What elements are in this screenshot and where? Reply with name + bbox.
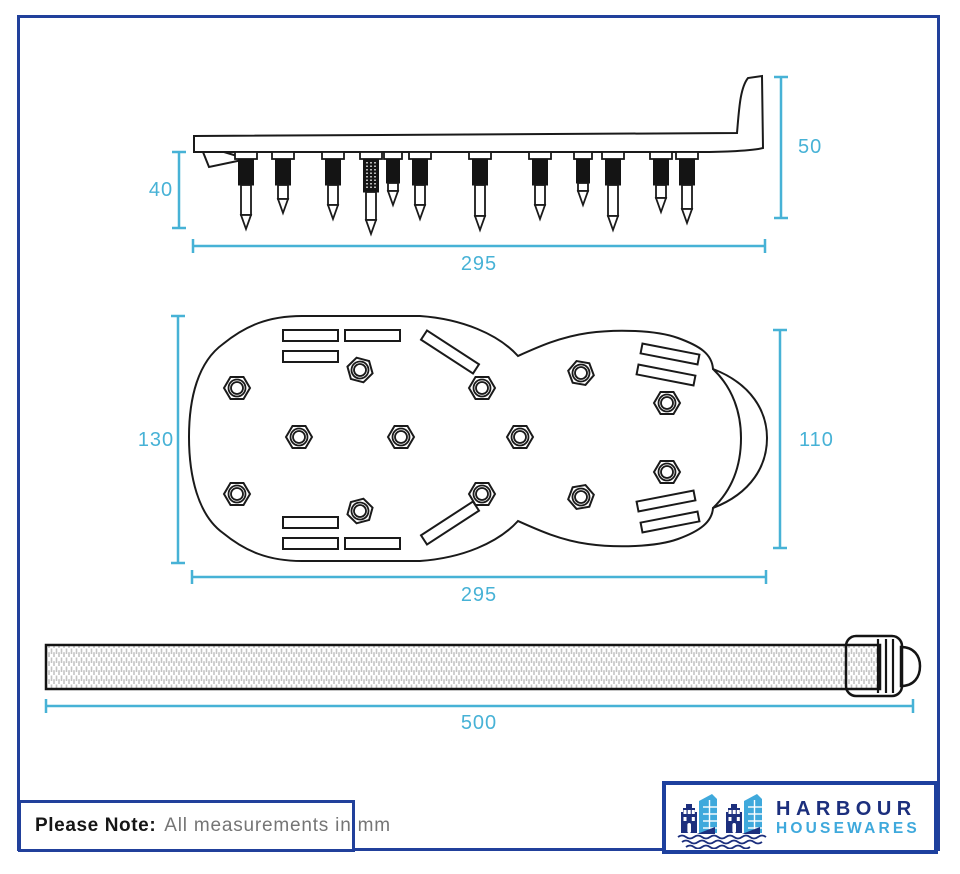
hex-nut (346, 497, 374, 525)
note-box: Please Note: All measurements in mm (18, 800, 390, 852)
spike (528, 151, 552, 222)
dim-side-length: 295 (191, 239, 767, 275)
hex-nuts (222, 356, 682, 525)
note-text: All measurements in mm (164, 815, 391, 836)
hex-nut (386, 425, 416, 449)
dim-toe-width: 130 (138, 314, 185, 565)
spike (383, 151, 403, 208)
spike (234, 151, 258, 232)
heel-handle-arc (712, 368, 743, 509)
water-waves-icon (677, 834, 767, 849)
spike (573, 151, 593, 208)
side-view-diagram: 40 50 295 (149, 74, 822, 275)
strap-slots (282, 329, 701, 550)
top-view-diagram: 130 110 295 (138, 314, 834, 606)
logo-line1: HARBOUR (776, 797, 917, 820)
hex-nut (505, 425, 535, 449)
spike (601, 151, 625, 233)
sole-plate-side (193, 74, 765, 153)
spike (468, 151, 492, 233)
hex-nut (652, 391, 682, 415)
dim-heel-height-value: 50 (798, 136, 822, 158)
dim-side-length-value: 295 (461, 253, 497, 275)
dim-toe-width-value: 130 (138, 429, 174, 451)
hex-nut (284, 425, 314, 449)
spike (271, 151, 295, 216)
dim-top-length-value: 295 (461, 584, 497, 606)
dim-top-length: 295 (190, 570, 768, 606)
logo-line2: HOUSEWARES (776, 819, 920, 837)
spike (649, 151, 673, 215)
hex-nut (567, 359, 595, 387)
hex-nut (652, 460, 682, 484)
strap-buckle (844, 634, 904, 698)
dim-heel-width: 110 (773, 328, 834, 550)
hex-nut (346, 356, 374, 384)
spike-threaded (359, 151, 383, 237)
sole-plate-outline (187, 315, 769, 562)
hex-nut (467, 482, 497, 506)
hex-nut (467, 376, 497, 400)
outer-frame-border (17, 15, 940, 851)
dim-strap-length-value: 500 (461, 712, 497, 734)
logo-box: HARBOUR HOUSEWARES (662, 781, 938, 854)
dim-heel-height: 50 (774, 75, 822, 220)
hex-nut (567, 483, 595, 511)
strap-band (44, 643, 882, 691)
dim-strap-length: 500 (44, 699, 915, 734)
hex-nut (222, 482, 252, 506)
harbour-houses-icon (677, 793, 767, 849)
dim-spike-length: 40 (149, 150, 186, 230)
spike (675, 151, 699, 226)
buckle-bars (876, 639, 895, 693)
dim-heel-width-value: 110 (799, 429, 834, 451)
spike (408, 151, 432, 222)
buckle-end-cap (899, 645, 922, 688)
strap-diagram: 500 (44, 634, 922, 734)
hex-nut (222, 376, 252, 400)
logo-wordmark: HARBOUR HOUSEWARES (776, 799, 920, 837)
spike-row (234, 151, 699, 237)
spike (321, 151, 345, 222)
note-label: Please Note: (35, 815, 157, 836)
dim-spike-length-value: 40 (149, 179, 173, 201)
